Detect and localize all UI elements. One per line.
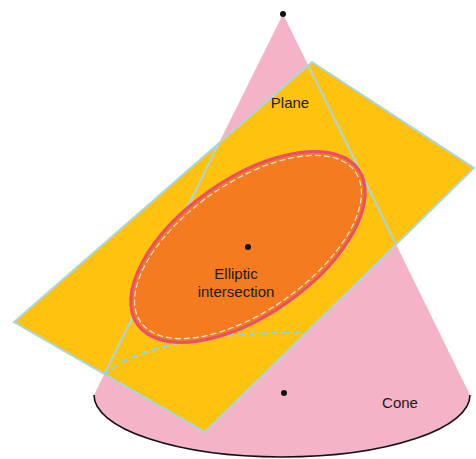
ellipse-shape-outline bbox=[131, 152, 365, 342]
plane-shape: Elliptic intersection Plane bbox=[12, 58, 474, 434]
apex-dot bbox=[280, 11, 286, 17]
ellipse-shape: Elliptic intersection bbox=[131, 152, 365, 342]
cone-body bbox=[94, 14, 470, 457]
shape-label: Cone bbox=[382, 394, 418, 412]
base-center-dot bbox=[281, 390, 287, 396]
shape-label: Plane bbox=[271, 94, 309, 112]
shape-label: Elliptic intersection bbox=[180, 265, 292, 301]
cone-base-edge bbox=[94, 395, 470, 457]
ellipse-center-dot bbox=[245, 244, 251, 250]
